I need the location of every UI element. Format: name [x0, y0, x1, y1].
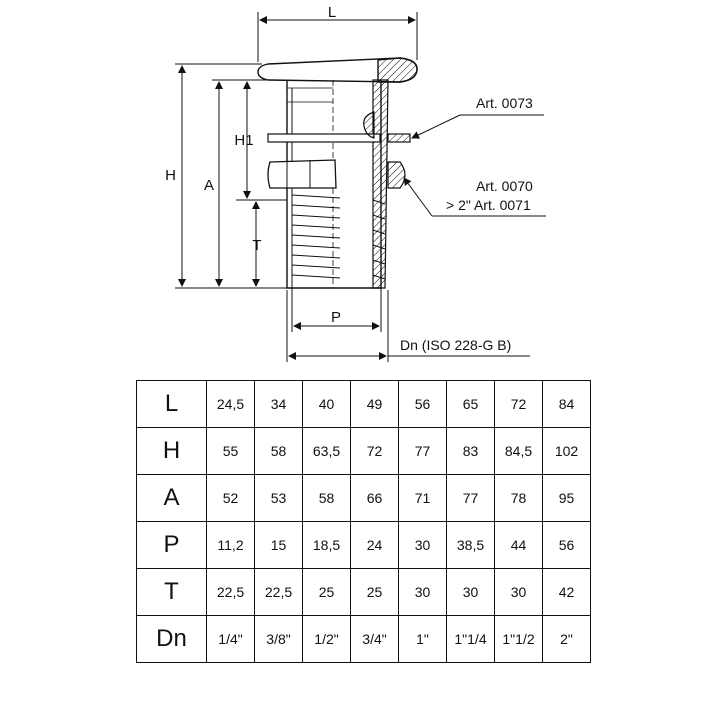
table-cell: 1" — [398, 615, 447, 663]
table-cell: 66 — [350, 474, 399, 522]
dim-A-label: A — [204, 177, 214, 194]
table-cell: 1/4" — [206, 615, 255, 663]
table-cell: 2" — [542, 615, 591, 663]
art-0071-label: > 2" Art. 0071 — [446, 197, 531, 213]
table-cell: 77 — [398, 427, 447, 475]
table-cell: 25 — [350, 568, 399, 616]
table-cell: 95 — [542, 474, 591, 522]
seal-ring — [363, 111, 375, 139]
table-cell: 84 — [542, 380, 591, 428]
table-cell: 22,5 — [254, 568, 303, 616]
table-cell: 56 — [542, 521, 591, 569]
dim-L-label: L — [328, 4, 336, 21]
callout-art-0073: Art. 0073 — [411, 95, 544, 139]
table-cell: 24,5 — [206, 380, 255, 428]
table-cell: 22,5 — [206, 568, 255, 616]
dim-T: T — [252, 201, 262, 287]
table-cell: 18,5 — [302, 521, 351, 569]
table-cell: 30 — [398, 568, 447, 616]
table-cell: 30 — [494, 568, 543, 616]
nut — [267, 159, 406, 189]
washer — [267, 133, 411, 143]
dim-L: L — [257, 4, 418, 62]
callout-art-0070: Art. 0070 > 2" Art. 0071 — [403, 177, 546, 217]
table-cell: 1/2" — [302, 615, 351, 663]
row-header: H — [136, 427, 207, 475]
row-header: L — [136, 380, 207, 428]
table-cell: 25 — [302, 568, 351, 616]
table-cell: 72 — [350, 427, 399, 475]
table-cell: 71 — [398, 474, 447, 522]
dim-P: P — [291, 288, 382, 332]
table-cell: 65 — [446, 380, 495, 428]
table-cell: 24 — [350, 521, 399, 569]
table-cell: 1"1/2 — [494, 615, 543, 663]
table-cell: 77 — [446, 474, 495, 522]
dim-P-label: P — [331, 309, 341, 326]
table-cell: 3/4" — [350, 615, 399, 663]
table-cell: 30 — [398, 521, 447, 569]
table-cell: 11,2 — [206, 521, 255, 569]
table-cell: 102 — [542, 427, 591, 475]
table-cell: 72 — [494, 380, 543, 428]
table-cell: 42 — [542, 568, 591, 616]
dim-H1-label: H1 — [234, 132, 253, 149]
table-cell: 58 — [302, 474, 351, 522]
table-cell: 53 — [254, 474, 303, 522]
table-cell: 56 — [398, 380, 447, 428]
table-cell: 58 — [254, 427, 303, 475]
table-cell: 44 — [494, 521, 543, 569]
table-cell: 34 — [254, 380, 303, 428]
row-header: Dn — [136, 615, 207, 663]
table-cell: 40 — [302, 380, 351, 428]
dim-H1: H1 — [234, 81, 287, 201]
row-header: A — [136, 474, 207, 522]
dim-A: A — [204, 79, 287, 287]
table-cell: 15 — [254, 521, 303, 569]
table-cell: 3/8" — [254, 615, 303, 663]
row-header: P — [136, 521, 207, 569]
table-cell: 63,5 — [302, 427, 351, 475]
dn-thread-label: Dn (ISO 228-G B) — [400, 337, 511, 353]
hose-barb — [291, 194, 386, 280]
dim-Dn: Dn (ISO 228-G B) — [286, 290, 530, 362]
dim-T-label: T — [252, 237, 261, 254]
table-cell: 49 — [350, 380, 399, 428]
art-0073-label: Art. 0073 — [476, 95, 533, 111]
flange-head — [257, 57, 418, 83]
art-0070-label: Art. 0070 — [476, 178, 533, 194]
table-cell: 55 — [206, 427, 255, 475]
table-cell: 52 — [206, 474, 255, 522]
fitting-technical-drawing: L H A H1 T P Dn (ISO 228-G B) — [165, 4, 546, 362]
table-cell: 83 — [446, 427, 495, 475]
table-cell: 30 — [446, 568, 495, 616]
dim-H-label: H — [165, 167, 176, 184]
table-cell: 84,5 — [494, 427, 543, 475]
table-cell: 78 — [494, 474, 543, 522]
table-cell: 38,5 — [446, 521, 495, 569]
table-cell: 1"1/4 — [446, 615, 495, 663]
dim-H: H — [165, 63, 287, 289]
row-header: T — [136, 568, 207, 616]
